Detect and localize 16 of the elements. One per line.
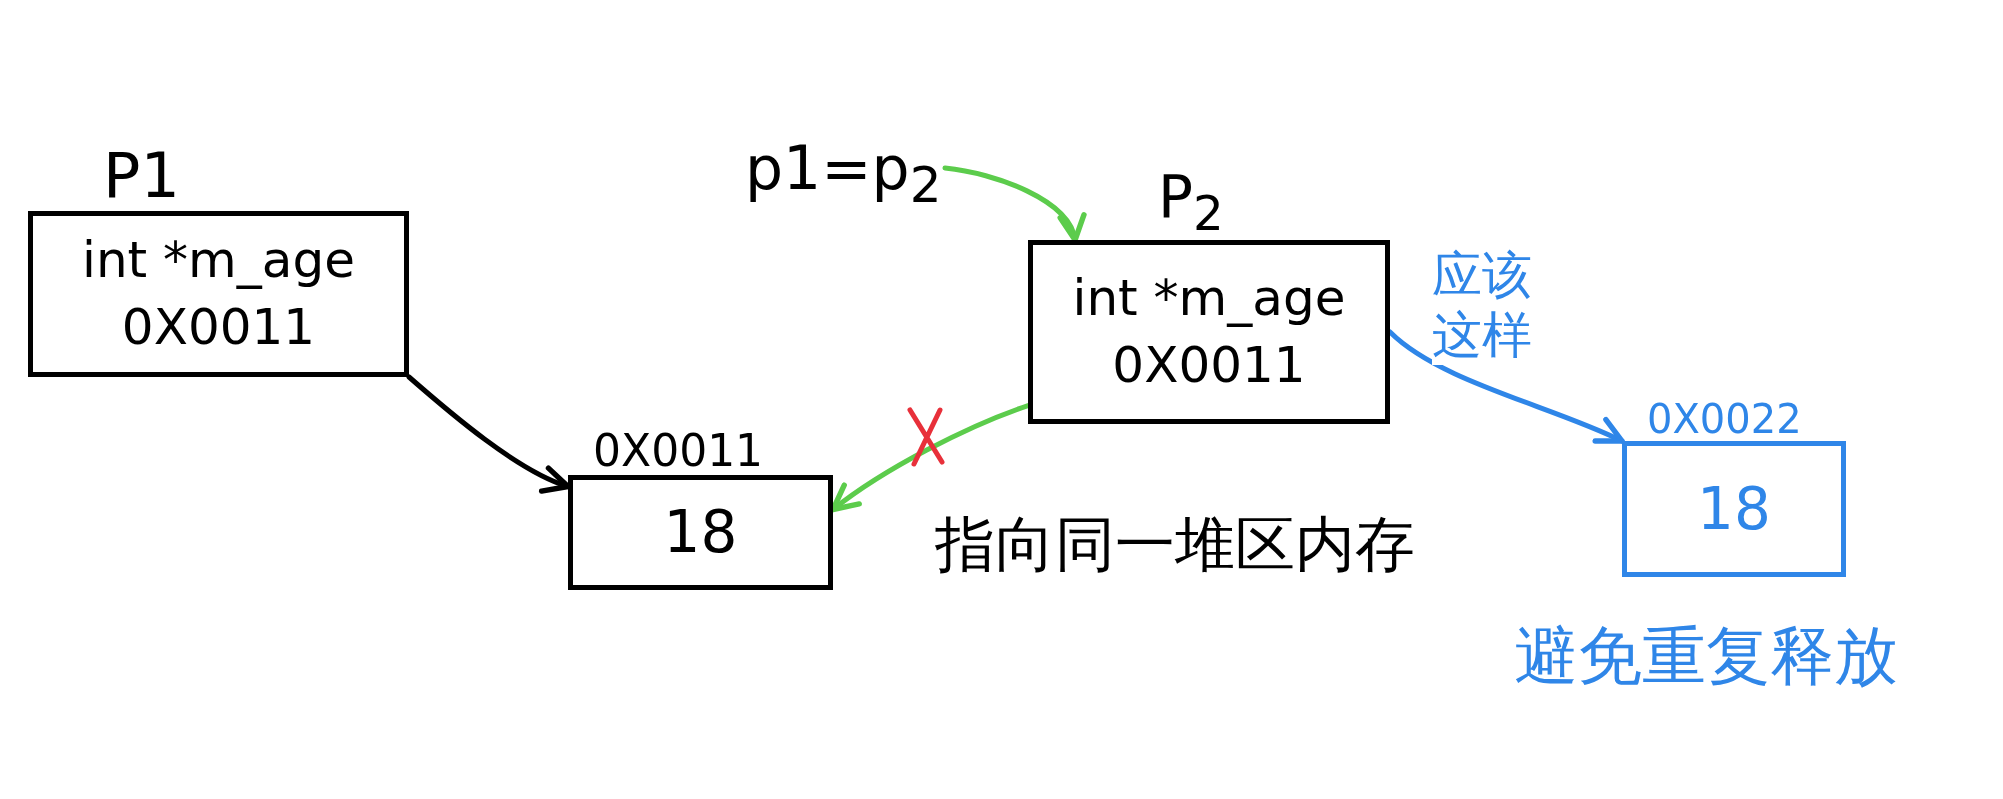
box-text: 18 <box>1697 473 1771 545</box>
arrow <box>1387 329 1625 445</box>
assignment-text: p1=p$_{2}$ <box>745 128 945 208</box>
box-text: int *m_age <box>1072 267 1346 329</box>
box-text: 18 <box>663 497 738 569</box>
box-text: int *m_age <box>82 229 355 291</box>
box-heading: 0X0022 <box>1647 396 1802 442</box>
note-text: 指向同一堆区内存 <box>935 508 1415 581</box>
box-heading: 0X0011 <box>593 425 764 476</box>
box-heading: P$_{2}$ <box>1158 163 1224 241</box>
arrow <box>406 374 571 493</box>
arrow <box>830 403 1031 513</box>
box-heading: P1 <box>103 139 180 212</box>
note-text: 避免重复释放 <box>1514 618 1898 695</box>
box-text: 0X0011 <box>121 297 316 358</box>
box-text: 0X0011 <box>1112 335 1306 396</box>
